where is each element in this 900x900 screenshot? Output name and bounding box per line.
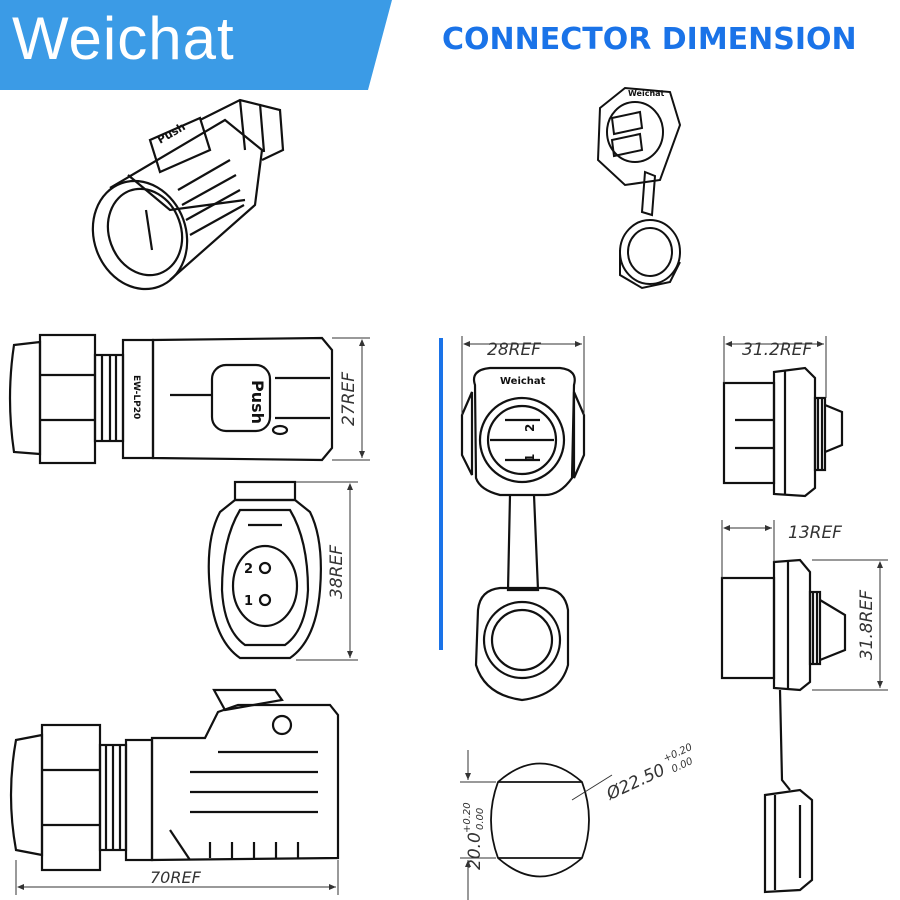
socket-front-pin-1: 1 <box>523 454 537 462</box>
plug-side-push-label: Push <box>248 380 267 424</box>
socket-side-view <box>722 366 844 498</box>
socket-height-dimension <box>812 559 888 691</box>
plug-height-dim-label: 27REF <box>339 372 359 426</box>
plug-bottom-view <box>9 688 340 872</box>
plug-face-pin-1: 1 <box>244 594 253 609</box>
socket-side-width-dimension <box>723 336 827 398</box>
socket-isometric-logo: Weichat <box>628 89 665 98</box>
plug-isometric-view <box>91 98 285 291</box>
socket-front-logo: Weichat <box>500 376 546 387</box>
cutout-flat-dimension <box>460 750 496 900</box>
plug-height-dimension <box>332 337 370 461</box>
socket-width-dim-label: 28REF <box>487 340 541 360</box>
plug-face-view <box>207 480 322 660</box>
plug-isometric-push-label: Push <box>155 120 188 146</box>
cutout-flat-label-group: 20.0 +0.20 0.00 <box>462 802 486 870</box>
plug-side-view <box>8 333 334 465</box>
plug-face-pin-2: 2 <box>244 562 253 577</box>
cutout-diameter-leader <box>571 774 613 801</box>
page-title: CONNECTOR DIMENSION <box>442 22 857 57</box>
cutout-diameter-label-group: Ø22.50 +0.20 0.00 <box>603 742 695 805</box>
socket-side-width-dim-label: 31.2REF <box>742 340 812 360</box>
socket-front-view <box>460 366 586 702</box>
cutout-diameter-value: Ø22.50 <box>603 760 669 805</box>
plug-side-model-label: EW-LP20 <box>131 375 141 419</box>
plug-face-dim-label: 38REF <box>327 545 347 599</box>
panel-cutout-view <box>490 762 590 878</box>
socket-width-dimension <box>461 336 585 415</box>
plug-length-dimension <box>15 860 339 895</box>
socket-height-dim-label: 31.8REF <box>857 590 877 660</box>
cutout-flat-value: 20.0 <box>465 832 485 870</box>
socket-profile-view <box>720 558 847 894</box>
plug-length-dim-label: 70REF <box>150 868 202 887</box>
brand-band <box>0 0 392 90</box>
cutout-flat-tol-upper: +0.20 <box>462 802 473 833</box>
brand-band-shape <box>0 0 392 90</box>
cutout-flat-tol-lower: 0.00 <box>475 808 486 830</box>
plug-face-dimension <box>296 481 358 661</box>
socket-depth-dim-label: 13REF <box>788 523 842 543</box>
socket-depth-dimension <box>721 520 775 578</box>
socket-front-pin-2: 2 <box>523 424 537 432</box>
brand-logo: Weichat <box>12 5 235 72</box>
socket-isometric-view <box>596 86 682 290</box>
